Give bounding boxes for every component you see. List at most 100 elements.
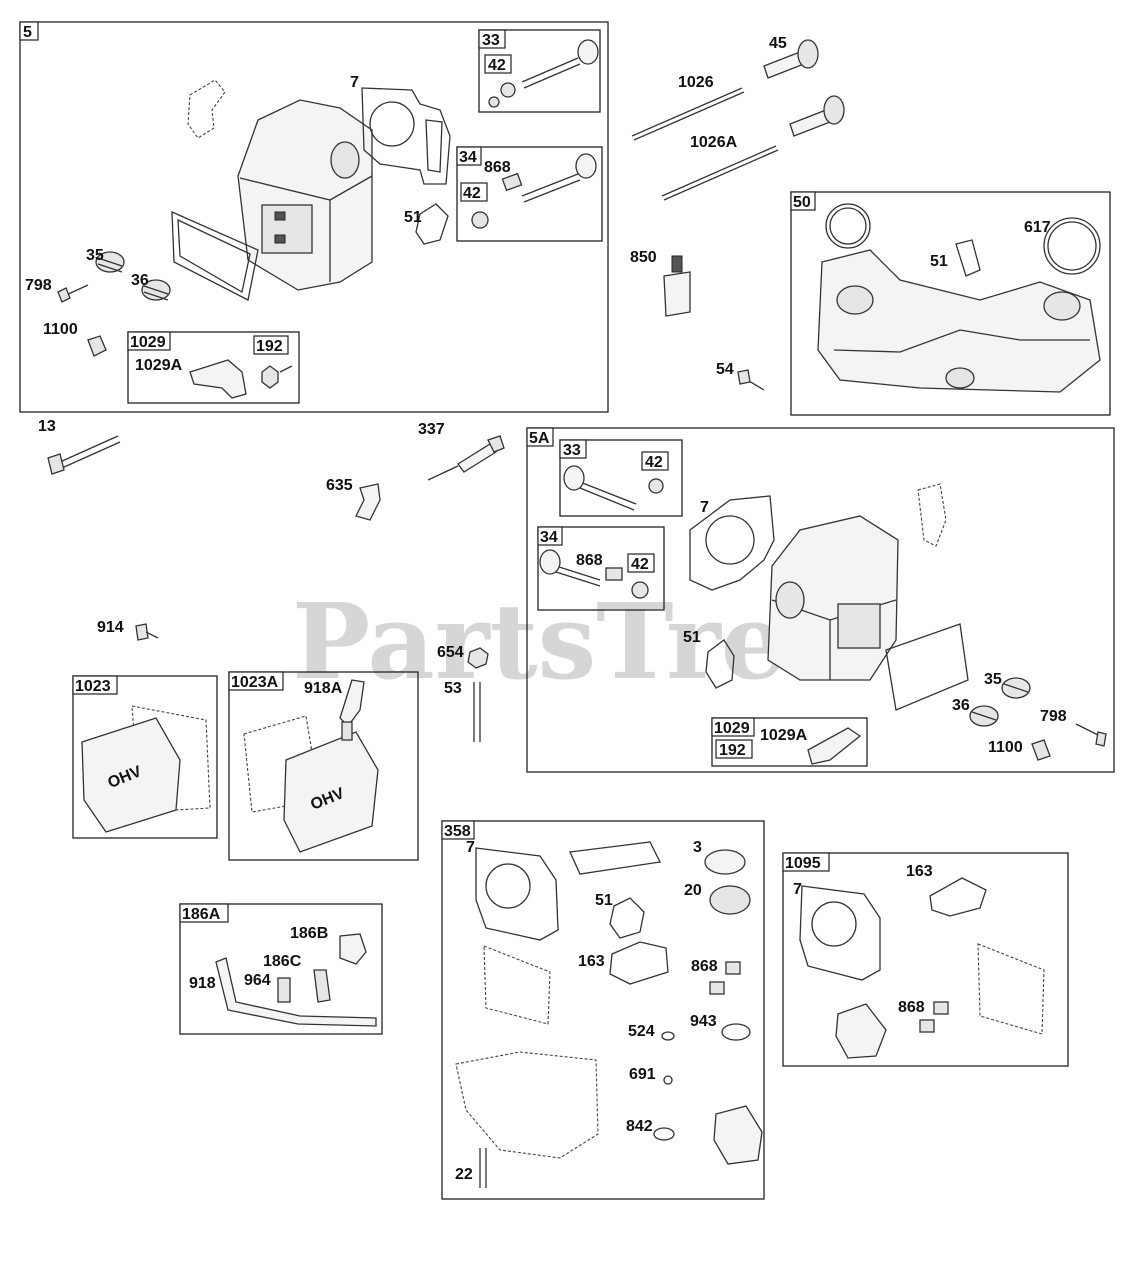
bolt-798-part	[57, 284, 89, 303]
label-617[interactable]: 617	[1024, 219, 1051, 236]
assembly-1023a-rocker-cover[interactable]: 1023A 918A OHV	[228, 671, 419, 861]
label-914[interactable]: 914	[97, 619, 124, 636]
label-1100-5a[interactable]: 1100	[988, 739, 1023, 756]
spring-35-5a-part	[1001, 677, 1031, 699]
head-gasket-5a-part	[689, 495, 775, 591]
assembly-42b-tag: 42	[463, 185, 481, 202]
head-gasket-part	[361, 87, 451, 185]
cylinder-head-part	[237, 99, 373, 291]
rocker-arm-part	[189, 359, 247, 399]
assembly-33b-tag: 33	[563, 442, 581, 459]
assembly-34b-tag: 34	[540, 529, 558, 546]
assembly-5a-cylinder-head[interactable]: 5A 33 42 34 868 42 7	[526, 427, 1115, 773]
stud-53-part	[473, 682, 481, 742]
label-20[interactable]: 20	[684, 882, 702, 899]
label-1029a-5a[interactable]: 1029A	[760, 727, 808, 744]
label-36-5a[interactable]: 36	[952, 697, 970, 714]
spark-plug-337-part	[427, 435, 505, 481]
tappet-1026a-end-part	[789, 95, 845, 137]
label-1100[interactable]: 1100	[43, 321, 78, 338]
label-36[interactable]: 36	[131, 272, 149, 289]
label-1026a[interactable]: 1026A	[690, 134, 738, 151]
label-51-top[interactable]: 51	[404, 209, 422, 226]
label-7-1095[interactable]: 7	[793, 881, 802, 898]
label-51-exhaust[interactable]: 51	[930, 253, 948, 270]
assembly-5-tag: 5	[23, 24, 32, 41]
label-22[interactable]: 22	[455, 1166, 473, 1183]
label-868-top[interactable]: 868	[484, 159, 511, 176]
watermark: PartsTree	[292, 580, 853, 703]
exhaust-gasket-51-part	[415, 203, 449, 245]
label-45[interactable]: 45	[769, 35, 787, 52]
label-654[interactable]: 654	[437, 644, 464, 661]
assembly-192b-tag: 192	[719, 742, 746, 759]
label-1026[interactable]: 1026	[678, 74, 714, 91]
assembly-358-tag: 358	[444, 823, 471, 840]
assembly-186a-breather[interactable]: 186A 186B 186C 964 918	[179, 903, 383, 1035]
tappet-45-part	[763, 39, 819, 79]
assembly-50-exhaust[interactable]: 50 617 51	[790, 191, 1111, 416]
label-186b[interactable]: 186B	[290, 925, 328, 942]
label-868-5a[interactable]: 868	[576, 552, 603, 569]
assembly-42c-tag: 42	[645, 454, 663, 471]
label-163-358[interactable]: 163	[578, 953, 605, 970]
assembly-192-tag: 192	[256, 338, 283, 355]
label-798-5a[interactable]: 798	[1040, 708, 1067, 725]
nut-654-part	[467, 647, 489, 669]
assembly-1029-tag: 1029	[130, 334, 166, 351]
label-35-5a[interactable]: 35	[984, 671, 1002, 688]
label-1029a[interactable]: 1029A	[135, 357, 183, 374]
pushrod-1026-part	[631, 87, 745, 141]
label-51-358[interactable]: 51	[595, 892, 613, 909]
rocker-gasket-part	[171, 210, 259, 301]
assembly-1095-gasket-kit[interactable]: 1095 163 7 868	[782, 852, 1069, 1067]
part-1100-5a	[1031, 739, 1051, 761]
label-964[interactable]: 964	[244, 972, 271, 989]
label-943[interactable]: 943	[690, 1013, 717, 1030]
part-1100	[87, 335, 107, 357]
label-798[interactable]: 798	[25, 277, 52, 294]
label-35[interactable]: 35	[86, 247, 104, 264]
label-918[interactable]: 918	[189, 975, 216, 992]
assembly-34-valve[interactable]: 34 868 42	[456, 146, 603, 242]
assembly-50-tag: 50	[793, 194, 811, 211]
label-868-358[interactable]: 868	[691, 958, 718, 975]
assembly-358-gasket-kit[interactable]: 358 7 3 20 51 163 868 524 943 691 842 22	[441, 820, 765, 1200]
cylinder-head-5a-part	[767, 515, 899, 681]
assembly-1023-tag: 1023	[75, 678, 111, 695]
label-53[interactable]: 53	[444, 680, 462, 697]
label-186c[interactable]: 186C	[263, 953, 302, 970]
pushrod-1026a-part	[661, 145, 779, 201]
label-691[interactable]: 691	[629, 1066, 656, 1083]
assembly-5a-tag: 5A	[529, 430, 550, 447]
assembly-33-tag: 33	[482, 32, 500, 49]
label-850[interactable]: 850	[630, 249, 657, 266]
label-524[interactable]: 524	[628, 1023, 655, 1040]
assembly-1029b-tag: 1029	[714, 720, 750, 737]
label-54[interactable]: 54	[716, 361, 734, 378]
label-918a[interactable]: 918A	[304, 680, 343, 697]
label-842[interactable]: 842	[626, 1118, 653, 1135]
label-7-5a[interactable]: 7	[700, 499, 709, 516]
exhaust-manifold-part	[817, 249, 1101, 393]
label-51-5a[interactable]: 51	[683, 629, 701, 646]
assembly-186a-tag: 186A	[182, 906, 221, 923]
label-337[interactable]: 337	[418, 421, 445, 438]
label-163-1095[interactable]: 163	[906, 863, 933, 880]
bolt-13-part	[47, 435, 121, 475]
bolt-54-part	[737, 369, 765, 391]
label-3[interactable]: 3	[693, 839, 702, 856]
assembly-5-cylinder-head[interactable]: 5 7 35 36	[19, 21, 609, 413]
rocker-gasket-5a-part	[885, 623, 969, 711]
assembly-1023-rocker-cover[interactable]: 1023 OHV	[72, 675, 218, 839]
assembly-34-tag: 34	[459, 149, 477, 166]
spring-36-part	[141, 279, 171, 301]
label-635[interactable]: 635	[326, 477, 353, 494]
spring-35-part	[95, 251, 125, 273]
label-7[interactable]: 7	[350, 74, 359, 91]
label-868-1095[interactable]: 868	[898, 999, 925, 1016]
label-7-358[interactable]: 7	[466, 839, 475, 856]
assembly-33-valve[interactable]: 33 42	[478, 29, 601, 113]
label-13[interactable]: 13	[38, 418, 56, 435]
